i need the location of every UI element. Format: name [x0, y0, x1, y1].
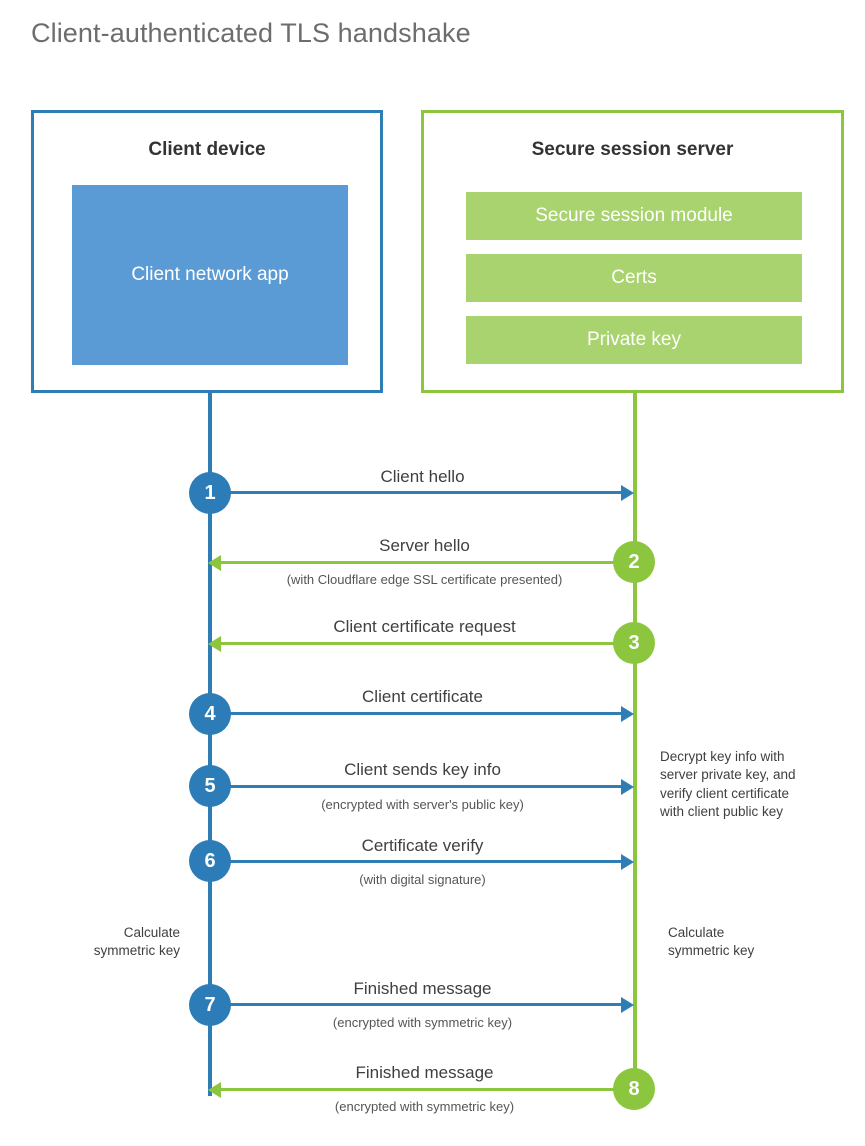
- message-8-line: [221, 1088, 635, 1091]
- message-6-label: Certificate verify: [361, 836, 484, 855]
- message-5-sublabel: (encrypted with server's public key): [321, 797, 524, 812]
- client-device-title: Client device: [148, 139, 266, 160]
- message-6-line: [210, 860, 622, 863]
- message-2-sublabel: (with Cloudflare edge SSL certificate pr…: [286, 572, 563, 587]
- message-5-label: Client sends key info: [344, 760, 501, 779]
- message-7-arrowhead-icon: [621, 997, 634, 1013]
- message-6-sublabel: (with digital signature): [359, 872, 486, 887]
- secure-session-server-box: Secure session server Secure session mod…: [421, 110, 844, 393]
- server-lifeline: [633, 392, 637, 1093]
- step-circle-5: 5: [189, 765, 231, 807]
- server-component-certs: Certs: [466, 254, 802, 302]
- client-device-box: Client device Client network app: [31, 110, 383, 393]
- message-7-sublabel: (encrypted with symmetric key): [332, 1015, 513, 1030]
- message-2-line: [221, 561, 635, 564]
- message-5-arrowhead-icon: [621, 779, 634, 795]
- message-3-arrowhead-icon: [208, 636, 221, 652]
- message-3-line: [221, 642, 635, 645]
- message-4-arrowhead-icon: [621, 706, 634, 722]
- message-1-line: [210, 491, 622, 494]
- secure-session-server-title: Secure session server: [531, 139, 734, 160]
- note-server-decrypt: Decrypt key info with server private key…: [660, 749, 796, 820]
- message-1-label: Client hello: [380, 467, 465, 486]
- step-circle-7: 7: [189, 984, 231, 1026]
- message-8-label: Finished message: [355, 1063, 494, 1082]
- step-circle-6: 6: [189, 840, 231, 882]
- message-7-line: [210, 1003, 622, 1006]
- message-3-label: Client certificate request: [333, 617, 516, 636]
- client-lifeline: [208, 392, 212, 1096]
- server-component-private-key: Private key: [466, 316, 802, 364]
- step-circle-4: 4: [189, 693, 231, 735]
- message-1-arrowhead-icon: [621, 485, 634, 501]
- step-circle-3: 3: [613, 622, 655, 664]
- client-network-app-block: Client network app: [72, 185, 348, 365]
- note-client-calculate-symmetric-key: Calculate symmetric key: [93, 925, 180, 959]
- step-circle-8: 8: [613, 1068, 655, 1110]
- message-6-arrowhead-icon: [621, 854, 634, 870]
- message-4-label: Client certificate: [362, 687, 483, 706]
- message-7-label: Finished message: [353, 979, 492, 998]
- message-4-line: [210, 712, 622, 715]
- page-title: Client-authenticated TLS handshake: [31, 18, 471, 48]
- message-8-sublabel: (encrypted with symmetric key): [334, 1099, 515, 1114]
- note-server-calculate-symmetric-key: Calculate symmetric key: [668, 925, 755, 959]
- message-2-label: Server hello: [379, 536, 470, 555]
- message-2-arrowhead-icon: [208, 555, 221, 571]
- server-component-secure-session-module: Secure session module: [466, 192, 802, 240]
- step-circle-2: 2: [613, 541, 655, 583]
- message-5-line: [210, 785, 622, 788]
- step-circle-1: 1: [189, 472, 231, 514]
- message-8-arrowhead-icon: [208, 1082, 221, 1098]
